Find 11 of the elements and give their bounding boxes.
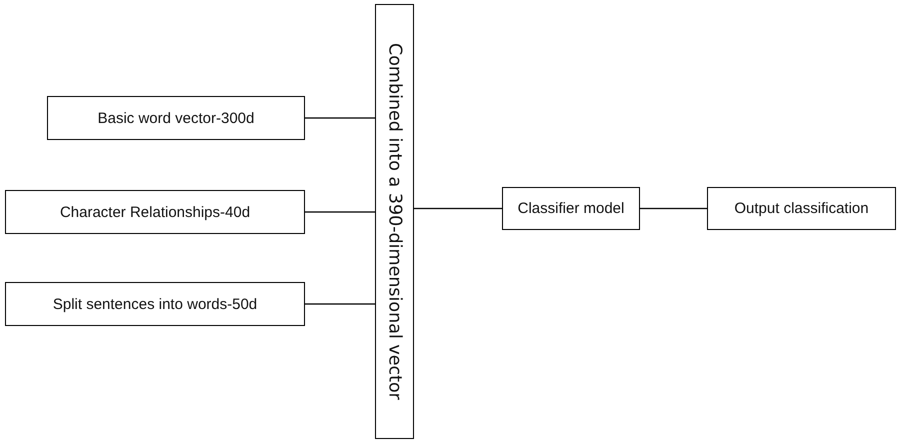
connector-line <box>305 117 375 119</box>
connector-line <box>640 208 707 210</box>
connector-line <box>414 208 502 210</box>
connector-line <box>305 303 375 305</box>
connector-line <box>305 211 375 213</box>
process-box: Split sentences into words-50d <box>5 282 305 326</box>
process-box: Character Relationships-40d <box>5 190 305 234</box>
process-box: Classifier model <box>502 187 640 230</box>
process-box: Output classification <box>707 187 896 230</box>
process-box: Basic word vector-300d <box>47 96 305 140</box>
vertical-process-box: Combined into a 390-dimensional vector <box>375 4 414 439</box>
